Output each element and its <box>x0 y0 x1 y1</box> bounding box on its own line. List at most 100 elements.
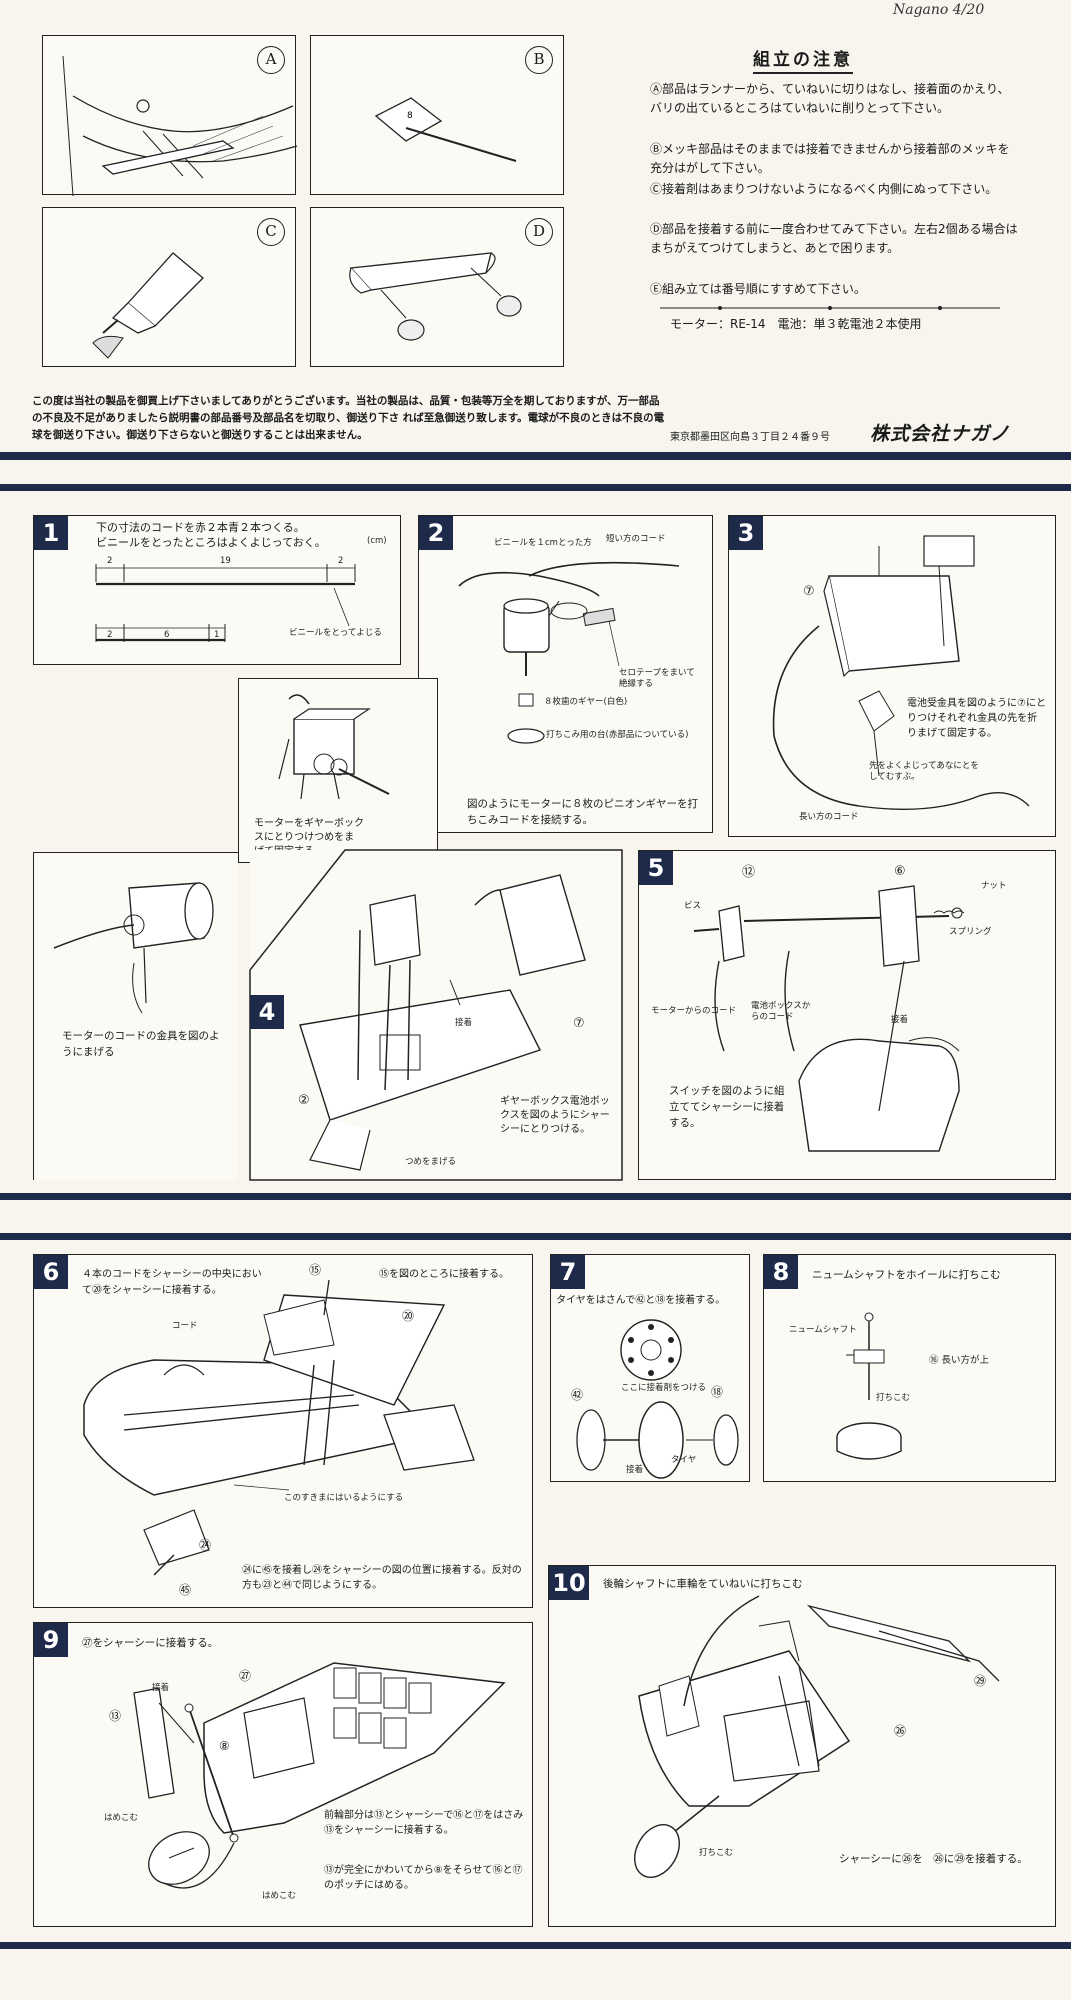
step-4-part2: ② <box>298 1093 310 1108</box>
step-5-text: スイッチを図のように組立ててシャーシーに接着する。 <box>669 1085 785 1129</box>
step-6-text3: ㉔に㊺を接着し㉔をシャーシーの図の位置に接着する。反対の方も㉓と㊹で同じようにす… <box>242 1565 522 1591</box>
note-d: Ⓓ部品を接着する前に一度合わせてみて下さい。左右2個ある場合はまちがえてつけてし… <box>650 222 1018 255</box>
step-5-part6: ⑥ <box>894 864 906 879</box>
step-3: 3 ⑦ 電池受金具を図のように⑦にとりつけそれぞれ金具の先を折りまげて固定する。… <box>728 515 1056 837</box>
shaft-wheel-illustration <box>836 1312 902 1460</box>
panel-d-letter: D <box>525 218 553 246</box>
step-9-text2: 前輪部分は⑬とシャーシーで⑯と⑰をはさみ⑬をシャーシーに接着する。 <box>324 1810 524 1836</box>
notes-divider <box>660 306 1000 310</box>
step-4-text: ギヤーボックス電池ボックスを図のようにシャーシーにとりつける。 <box>500 1096 610 1135</box>
notes-title: 組立の注意 <box>753 45 853 74</box>
step-10-text2: シャーシーに㉖を ㉖に㉙を接着する。 <box>839 1853 1028 1865</box>
step-8: 8 ニュームシャフトをホイールに打ちこむ ニュームシャフト ⑯ 長い方が上 打ち… <box>763 1254 1056 1482</box>
step-1: 1 下の寸法のコードを赤２本青２本つくる。 ビニールをとったところはよくよじって… <box>33 515 401 665</box>
step-7-label-glue-here: ここに接着剤をつける <box>621 1383 707 1393</box>
panel-c-letter: C <box>257 218 285 246</box>
step-3b: モーターのコードの金具を図のようにまげる <box>33 852 238 1180</box>
step-7-label-tire: タイヤ <box>671 1455 697 1465</box>
step-5-label-motor-cord: モーターからのコード <box>651 1006 737 1016</box>
panel-b: B 8 <box>310 35 564 195</box>
step-2-label-tape: セロテープをまいて絶縁する <box>619 668 695 689</box>
mid-band-2 <box>0 1233 1071 1240</box>
step-1-number: 1 <box>34 516 68 550</box>
front-wheel-illustration <box>133 1662 506 1889</box>
top-band-1 <box>0 452 1071 460</box>
dim-2a: 2 <box>107 556 113 566</box>
step-3-part: ⑦ <box>803 584 815 599</box>
note-a: Ⓐ部品はランナーから、ていねいに切りはなし、接着面のかえり、バリの出ているところ… <box>650 82 1010 115</box>
motor-cord-bend-illustration <box>53 882 214 1014</box>
dim-1: 1 <box>214 630 220 640</box>
step-2b: モーターをギヤーボックスにとりつけつめをまげて固定する <box>238 678 438 863</box>
customer-notice: この度は当社の製品を御買上げ下さいましてありがとうございます。当社の製品は、品質… <box>32 395 665 441</box>
step-9-label-glue: 接着 <box>152 1683 170 1693</box>
wheel-assembly-illustration <box>576 1319 739 1479</box>
step-2-label-gear: ８枚歯のギヤー(白色) <box>544 697 628 707</box>
step-5: 5 ⑫ ⑥ ビス ナット スプリング モーターからのコード 電池ボックスからのコ… <box>638 850 1056 1180</box>
step-5-label-battery-cord: 電池ボックスからのコード <box>751 1001 811 1022</box>
step-2-label-stand: 打ちこみ用の台(赤部品についている) <box>546 730 689 740</box>
motor-wiring-illustration <box>458 561 680 744</box>
step-2-number: 2 <box>419 516 453 550</box>
step-6-label-cord: コード <box>172 1321 198 1331</box>
step-6-p20: ⑳ <box>402 1309 415 1323</box>
dim-2c: 2 <box>107 630 113 640</box>
rear-axle-illustration <box>634 1595 1000 1878</box>
step-9-label-fit1: はめこむ <box>104 1813 139 1823</box>
panel-d: D <box>310 207 564 367</box>
panel-c: C <box>42 207 296 367</box>
step-8-label-shaft: ニュームシャフト <box>789 1325 857 1335</box>
step-4-label-claw: つめをまげる <box>405 1157 457 1167</box>
step-5-number: 5 <box>639 851 673 885</box>
chassis-assembly-illustration <box>83 1279 475 1576</box>
dim-19: 19 <box>220 556 231 566</box>
svg-text:8: 8 <box>407 111 413 121</box>
step-5-label-screw: ビス <box>684 901 702 911</box>
panel-a: A <box>42 35 298 197</box>
step-6-text2: ⑮を図のところに接着する。 <box>379 1269 509 1280</box>
step-6-p15: ⑮ <box>309 1263 322 1277</box>
step-9-text3: ⑬が完全にかわいてから⑧をそらせて⑯と⑰のポッチにはめる。 <box>324 1865 523 1891</box>
note-c: Ⓒ接着剤はあまりつけないようになるべく内側にぬって下さい。 <box>650 182 998 196</box>
step-9-text1: ㉗をシャーシーに接着する。 <box>82 1637 219 1649</box>
step-7-text: タイヤをはさんで㊷と⑱を接着する。 <box>556 1295 726 1306</box>
step-5-label-nut: ナット <box>981 881 1007 891</box>
step-4-number: 4 <box>250 995 284 1029</box>
step-3-label-long: 長い方のコード <box>799 812 859 822</box>
switch-assembly-illustration <box>693 885 965 1152</box>
step-10: 10 後輪シャフトに車輪をていねいに打ちこむ ㉙ ㉖ 打ちこむ シャーシーに㉖を… <box>548 1565 1056 1927</box>
top-band-2 <box>0 484 1071 491</box>
step-1-label: ビニールをとってよじる <box>289 628 382 638</box>
glue-tube-illustration <box>92 252 204 359</box>
step-3-number: 3 <box>729 516 763 550</box>
step-1-unit: (cm) <box>367 536 387 546</box>
step-8-text: ニュームシャフトをホイールに打ちこむ <box>812 1269 1001 1281</box>
step-6-p45: ㊺ <box>179 1583 192 1597</box>
step-9-p8: ⑧ <box>219 1739 230 1753</box>
battery-box-illustration <box>772 535 1030 810</box>
step-3-text: 電池受金具を図のように⑦にとりつけそれぞれ金具の先を折りまげて固定する。 <box>907 698 1046 739</box>
company-name: 株式会社ナガノ <box>870 423 1011 445</box>
bottom-band <box>0 1942 1071 1949</box>
step-6-text1: ４本のコードをシャーシーの中央において⑳をシャーシーに接着する。 <box>82 1269 262 1296</box>
step-2-label-short: 短い方のコード <box>606 534 666 544</box>
step-10-text1: 後輪シャフトに車輪をていねいに打ちこむ <box>603 1578 803 1590</box>
company-address: 東京都墨田区向島３丁目２４番９号 <box>670 432 830 443</box>
step-7: 7 タイヤをはさんで㊷と⑱を接着する。 ここに接着剤をつける ㊷ ⑱ 接着 タイ… <box>550 1254 750 1482</box>
step-7-p42: ㊷ <box>571 1388 584 1402</box>
step-4: 4 接着 ⑦ ② つめをまげる ギヤーボックス電池ボックスを図のようにシャーシー… <box>249 849 623 1181</box>
step-9-label-fit2: はめこむ <box>262 1891 297 1901</box>
handwritten-note: Nagano 4/20 <box>893 2 985 18</box>
motor-battery-spec: モーター：RE-14 電池：単３乾電池２本使用 <box>670 317 922 331</box>
step-5-label-glue: 接着 <box>891 1015 909 1025</box>
chassis-gearbox-illustration <box>299 874 586 1171</box>
step-5-label-spring: スプリング <box>949 927 992 937</box>
step-9: 9 ㉗をシャーシーに接着する。 ㉗ 接着 ⑬ ⑧ はめこむ はめこむ 前輪部分は… <box>33 1622 533 1927</box>
step-9-p13: ⑬ <box>109 1709 122 1723</box>
step-4-label-glue: 接着 <box>455 1018 473 1028</box>
step-6: 6 ４本のコードをシャーシーの中央において⑳をシャーシーに接着する。 ⑮を図のと… <box>33 1254 533 1608</box>
note-e: Ⓔ組み立ては番号順にすすめて下さい。 <box>650 282 866 296</box>
step-8-label-long-up: ⑯ 長い方が上 <box>929 1355 990 1366</box>
assembly-notes: 組立の注意 Ⓐ部品はランナーから、ていねいに切りはなし、接着面のかえり、バリの出… <box>645 40 1045 340</box>
step-9-p27: ㉗ <box>239 1669 252 1683</box>
